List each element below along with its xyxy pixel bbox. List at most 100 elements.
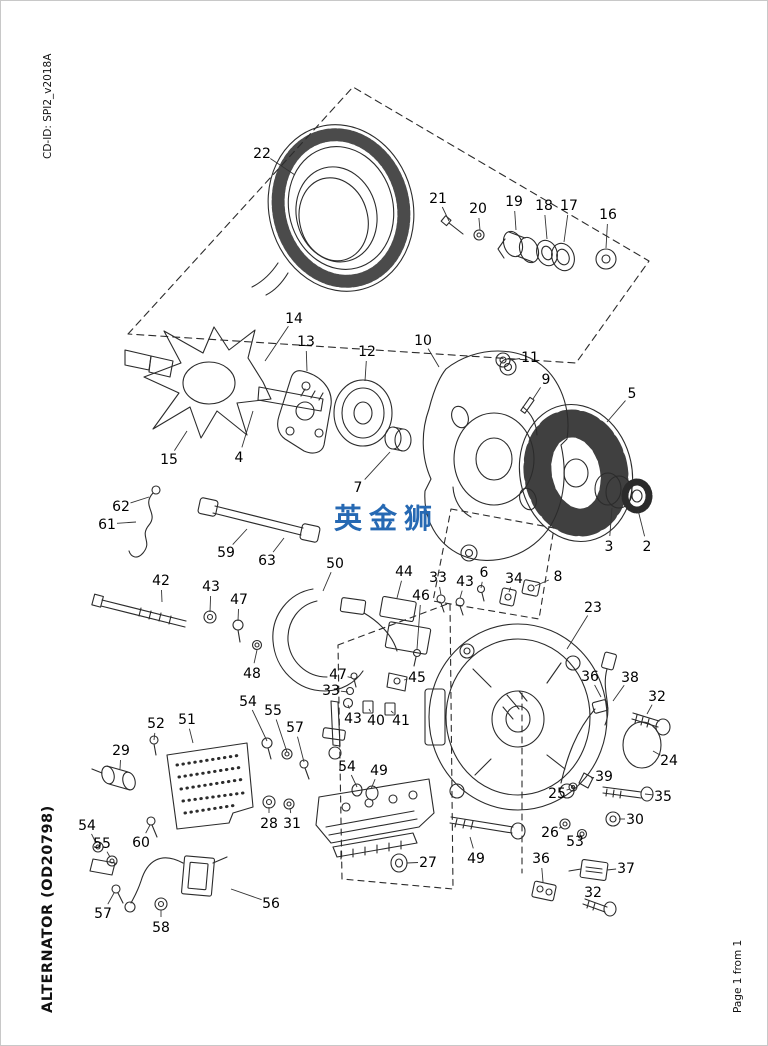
bracket-8: [521, 579, 541, 597]
leader-line-31: [289, 807, 292, 814]
part-label-10: 10: [414, 333, 432, 349]
capacitor-29: [91, 765, 136, 791]
part-label-22: 22: [253, 146, 271, 162]
spacer-3: [594, 472, 633, 509]
part-label-13: 13: [297, 334, 315, 350]
leader-line-43: [459, 590, 463, 599]
screws-40-41-47-33-43: [342, 672, 396, 716]
part-label-17: 17: [560, 198, 578, 214]
part-label-31: 31: [283, 816, 301, 832]
leader-line-43: [209, 595, 212, 613]
part-label-54: 54: [78, 818, 96, 834]
part-label-35: 35: [654, 789, 672, 805]
bracket-34: [499, 587, 517, 607]
leader-line-54: [350, 774, 358, 788]
screw-32-upper: [631, 712, 671, 736]
leader-line-17: [563, 214, 569, 243]
part-label-4: 4: [235, 450, 244, 466]
leader-line-10: [427, 348, 440, 368]
part-label-20: 20: [469, 201, 487, 217]
leader-line-4: [241, 410, 254, 448]
leader-line-18: [544, 214, 548, 240]
leader-line-3: [609, 507, 613, 537]
leader-line-5: [606, 400, 626, 423]
leader-line-13: [305, 350, 308, 372]
leader-line-14: [264, 326, 289, 362]
key-9: [520, 396, 535, 414]
part-label-49: 49: [467, 851, 485, 867]
leader-line-37: [606, 868, 617, 871]
part-label-16: 16: [599, 207, 617, 223]
leader-line-8: [534, 579, 549, 587]
part-label-43: 43: [456, 574, 474, 590]
leader-line-61: [116, 521, 137, 524]
part-label-63: 63: [258, 553, 276, 569]
leader-line-32: [646, 704, 653, 715]
leader-line-38: [612, 684, 625, 702]
part-label-41: 41: [392, 713, 410, 729]
part-label-5: 5: [628, 386, 637, 402]
leader-line-59: [232, 528, 248, 545]
part-label-42: 42: [152, 573, 170, 589]
washer-16: [595, 248, 617, 270]
screw-21: [440, 215, 464, 235]
bushing-11: [495, 352, 511, 368]
bracket-45: [386, 672, 408, 692]
part-label-56: 56: [262, 896, 280, 912]
wire-38: [601, 651, 617, 726]
screw-57-left: [111, 884, 124, 904]
part-label-49: 49: [370, 763, 388, 779]
part-label-34: 34: [505, 571, 523, 587]
nut-26: [559, 818, 571, 830]
screw-47a: [232, 619, 244, 643]
part-label-58: 58: [152, 920, 170, 936]
clip-39: [578, 772, 594, 789]
part-label-48: 48: [243, 666, 261, 682]
part-label-32: 32: [648, 689, 666, 705]
part-label-11: 11: [521, 350, 539, 366]
part-label-43: 43: [344, 711, 362, 727]
leader-line-19: [514, 210, 517, 231]
washer-58: [154, 897, 168, 911]
leader-line-46: [416, 604, 421, 650]
part-label-47: 47: [329, 667, 347, 683]
link-59-63: [197, 497, 321, 543]
bracket-plate-54-55: [89, 841, 118, 876]
leader-line-26: [559, 826, 563, 829]
part-label-28: 28: [260, 816, 278, 832]
leader-line-57: [107, 892, 115, 905]
grille-51: [166, 742, 254, 830]
connector-37: [568, 858, 609, 882]
leader-line-33: [340, 690, 349, 693]
dashed-boundary-rectifier-group: [337, 602, 454, 890]
part-label-55: 55: [93, 836, 111, 852]
part-label-51: 51: [178, 712, 196, 728]
screw-set-54-55-57: [261, 737, 310, 780]
part-label-44: 44: [395, 564, 413, 580]
part-label-18: 18: [535, 198, 553, 214]
part-label-57: 57: [286, 720, 304, 736]
stator-leads: [251, 262, 289, 296]
spacer-7: [384, 426, 412, 452]
leader-line-24: [652, 750, 661, 756]
part-label-37: 37: [617, 861, 635, 877]
part-label-15: 15: [160, 452, 178, 468]
stator-22: [251, 124, 415, 296]
nut-30: [605, 811, 621, 827]
washer-43a: [203, 610, 217, 624]
part-label-55: 55: [264, 703, 282, 719]
leader-line-33: [439, 586, 442, 596]
wire-36-upper: [560, 699, 609, 784]
brush-holder-19: [497, 230, 540, 264]
part-label-12: 12: [358, 344, 376, 360]
bolt-49b: [449, 816, 526, 840]
part-label-45: 45: [408, 670, 426, 686]
washer-27: [390, 853, 408, 873]
leader-line-43: [347, 704, 350, 709]
part-label-21: 21: [429, 191, 447, 207]
part-label-53: 53: [566, 834, 584, 850]
part-label-33: 33: [429, 570, 447, 586]
leader-line-47: [237, 608, 239, 622]
leader-line-62: [130, 496, 150, 504]
